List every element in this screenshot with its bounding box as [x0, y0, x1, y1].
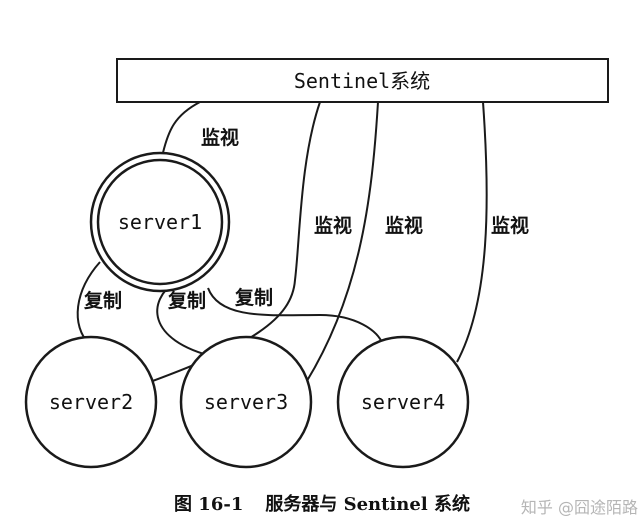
server2-node — [24, 335, 158, 469]
monitor-line-server1 — [161, 101, 201, 158]
monitor-line-server3 — [299, 101, 379, 393]
figure-number: 图 16-1 — [174, 494, 244, 515]
server3-node — [179, 335, 313, 469]
server1-node — [96, 158, 224, 286]
server4-node — [336, 335, 470, 469]
monitor-label-server1: 监视 — [201, 126, 239, 149]
server3-label: server3 — [204, 390, 288, 414]
replicate-label-server3: 复制 — [167, 289, 206, 312]
monitor-line-server4 — [456, 101, 488, 363]
monitor-label-server3: 监视 — [385, 214, 423, 237]
monitor-label-server2: 监视 — [314, 214, 352, 237]
figure-caption: 图 16-1 服务器与 Sentinel 系统 — [0, 490, 644, 516]
monitor-label-server4: 监视 — [491, 214, 529, 237]
server2-label: server2 — [49, 390, 133, 414]
server1-label: server1 — [118, 210, 202, 234]
watermark: 知乎 @囧途陌路 — [520, 498, 638, 517]
figure-title: 服务器与 Sentinel 系统 — [265, 494, 470, 515]
replicate-label-server2: 复制 — [83, 289, 122, 312]
replicate-line-server4 — [207, 287, 384, 346]
sentinel-system-label: Sentinel系统 — [294, 69, 430, 93]
sentinel-system-box — [116, 58, 609, 103]
server4-label: server4 — [361, 390, 445, 414]
replicate-label-server4: 复制 — [234, 286, 273, 309]
